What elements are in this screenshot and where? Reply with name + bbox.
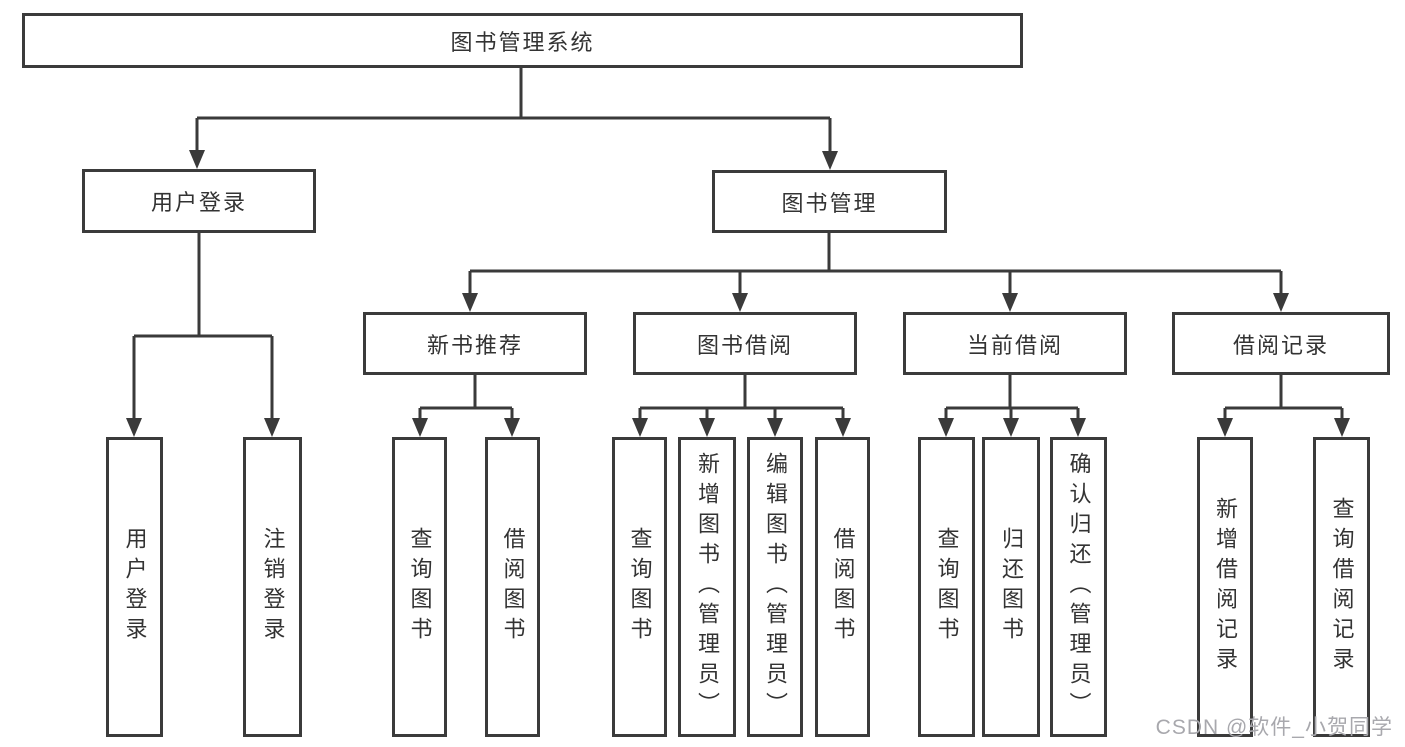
leaf-user-login: 用户登录 — [106, 437, 163, 737]
edges-root-to-level2 — [189, 68, 838, 170]
node-label: 查询图书 — [934, 527, 960, 647]
leaf-cb-confirm-return-admin: 确认归还（管理员） — [1050, 437, 1107, 737]
node-library-management-system: 图书管理系统 — [22, 13, 1023, 68]
leaf-bb-add-book-admin: 新增图书（管理员） — [678, 437, 736, 737]
node-label: 图书借阅 — [696, 332, 793, 358]
node-label: 新增借阅记录 — [1213, 497, 1238, 677]
leaf-br-query-record: 查询借阅记录 — [1313, 437, 1370, 737]
node-label: 归还图书 — [999, 527, 1024, 647]
leaf-rec-borrow-book: 借阅图书 — [485, 437, 540, 737]
leaf-bb-borrow-book: 借阅图书 — [815, 437, 870, 737]
node-label: 图书管理 — [781, 190, 878, 216]
node-label: 借阅记录 — [1232, 332, 1329, 358]
leaf-bb-edit-book-admin: 编辑图书（管理员） — [747, 437, 803, 737]
edges-current-borrow-to-leaves — [938, 375, 1086, 437]
edges-book-mgmt-to-level3 — [462, 233, 1289, 312]
node-new-book-recommendation: 新书推荐 — [363, 312, 587, 375]
leaf-cb-query-book: 查询图书 — [918, 437, 975, 737]
node-label: 查询图书 — [407, 527, 433, 647]
node-label: 借阅图书 — [830, 527, 856, 647]
node-label: 查询借阅记录 — [1329, 497, 1355, 677]
node-label: 新书推荐 — [426, 332, 523, 358]
leaf-br-add-record: 新增借阅记录 — [1197, 437, 1253, 737]
node-label: 查询图书 — [627, 527, 653, 647]
node-current-borrowing: 当前借阅 — [903, 312, 1127, 375]
edges-borrow-records-to-leaves — [1217, 375, 1350, 437]
node-label: 新增图书（管理员） — [695, 452, 720, 722]
node-book-management: 图书管理 — [712, 170, 947, 233]
node-book-borrowing: 图书借阅 — [633, 312, 857, 375]
node-label: 确认归还（管理员） — [1066, 452, 1092, 722]
leaf-rec-query-book: 查询图书 — [392, 437, 447, 737]
node-label: 用户登录 — [122, 527, 148, 647]
leaf-bb-query-book: 查询图书 — [612, 437, 667, 737]
node-label: 编辑图书（管理员） — [763, 452, 788, 722]
node-label: 借阅图书 — [500, 527, 526, 647]
csdn-watermark: CSDN @软件_小贺同学 — [1155, 716, 1393, 739]
edges-new-book-rec-to-leaves — [412, 375, 520, 437]
node-borrowing-records: 借阅记录 — [1172, 312, 1390, 375]
node-label: 注销登录 — [260, 527, 286, 647]
leaf-logout: 注销登录 — [243, 437, 302, 737]
node-label: 图书管理系统 — [450, 29, 595, 55]
node-user-login: 用户登录 — [82, 169, 316, 233]
node-label: 用户登录 — [150, 190, 247, 215]
edges-book-borrow-to-leaves — [632, 375, 851, 437]
node-label: 当前借阅 — [966, 332, 1063, 358]
leaf-cb-return-book: 归还图书 — [982, 437, 1040, 737]
edges-user-login-to-leaves — [126, 233, 280, 437]
